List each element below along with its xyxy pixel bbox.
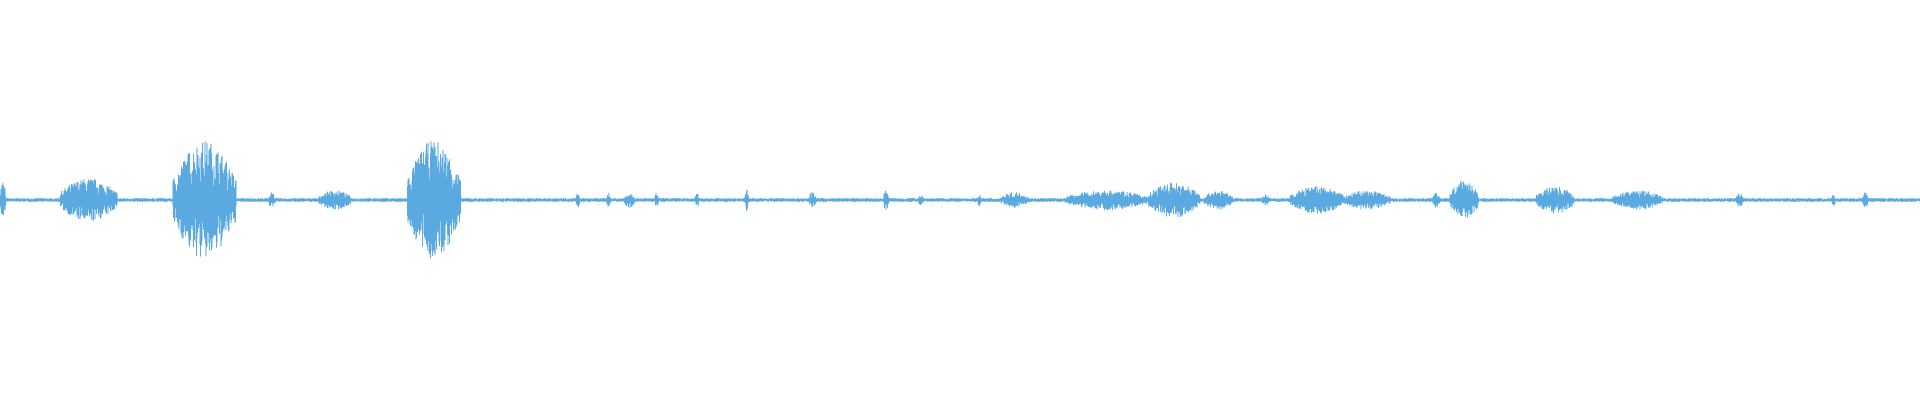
waveform-signal	[0, 141, 1920, 259]
